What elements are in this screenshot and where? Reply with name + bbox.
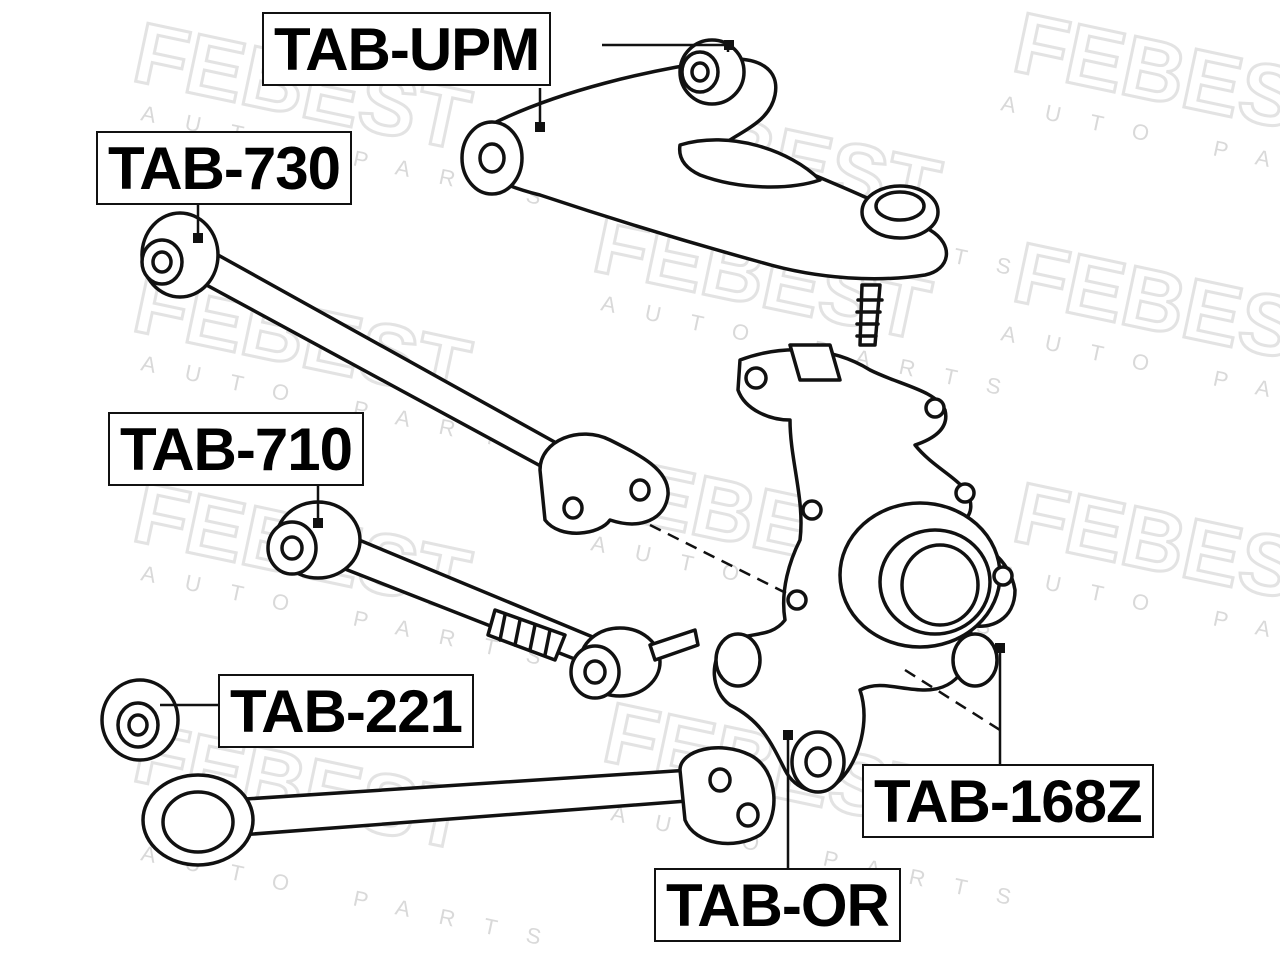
alignment-lines [649, 523, 1001, 732]
label-tab-upm: TAB-UPM [262, 12, 552, 86]
label-tab-221: TAB-221 [218, 674, 474, 748]
leader-markers [193, 40, 1005, 740]
rear-toe-arm [266, 500, 700, 700]
steering-knuckle [712, 343, 1017, 794]
label-tab-or: TAB-OR [654, 868, 901, 942]
label-tab-168z: TAB-168Z [862, 764, 1154, 838]
lower-control-arm [141, 746, 776, 867]
label-tab-710: TAB-710 [108, 412, 364, 486]
bushing-221 [100, 678, 180, 762]
rear-lateral-arm [140, 211, 670, 535]
label-tab-730: TAB-730 [96, 131, 352, 205]
upper-control-arm [460, 38, 949, 347]
